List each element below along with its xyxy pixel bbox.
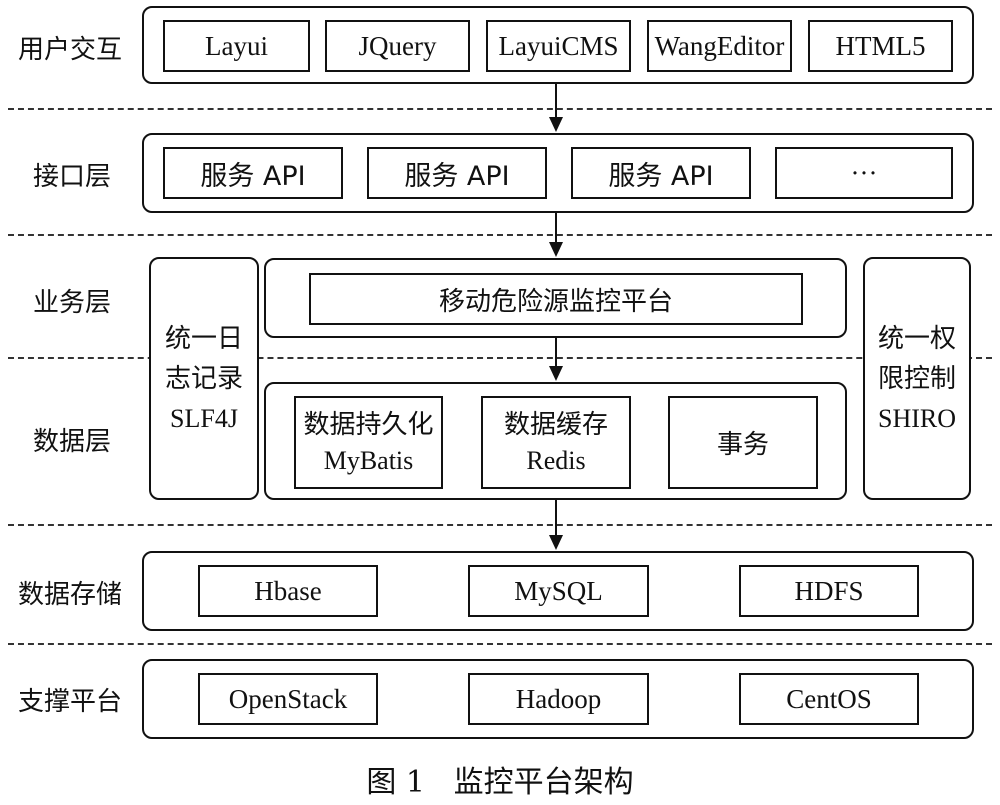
hazard-monitoring-platform: 移动危险源监控平台 [309, 273, 803, 325]
label-interface-layer: 接口层 [33, 161, 112, 192]
label-interaction-layer: 用户交互 [18, 34, 123, 65]
data-persistence-box: 数据持久化 MyBatis [294, 396, 443, 489]
data-persistence-label: 数据持久化 [303, 409, 434, 440]
arrow-interface-to-business [549, 213, 563, 257]
component-layuicms: LayuiCMS [486, 20, 631, 72]
redis-label: Redis [526, 445, 586, 475]
storage-hdfs: HDFS [739, 565, 919, 617]
data-cache-label: 数据缓存 [503, 409, 608, 440]
component-jquery: JQuery [325, 20, 470, 72]
unified-permission-shiro: SHIRO [877, 403, 956, 433]
transaction-box: 事务 [668, 396, 818, 489]
service-api-more: ··· [775, 147, 953, 199]
unified-permission-line2: 限控制 [877, 363, 956, 394]
component-html5: HTML5 [808, 20, 953, 72]
unified-permission-line1: 统一权 [877, 323, 956, 354]
arrow-interaction-to-interface [549, 84, 563, 132]
arrow-data-to-storage [549, 500, 563, 550]
storage-mysql: MySQL [468, 565, 649, 617]
label-storage-layer: 数据存储 [18, 579, 123, 610]
storage-hbase: Hbase [198, 565, 378, 617]
service-api-3: 服务 API [571, 147, 751, 199]
mybatis-label: MyBatis [323, 445, 414, 475]
component-layui: Layui [163, 20, 310, 72]
unified-permission-box: 统一权 限控制 SHIRO [863, 257, 971, 500]
platform-centos: CentOS [739, 673, 919, 725]
unified-logging-slf4j: SLF4J [170, 403, 238, 433]
separator-5 [8, 643, 992, 645]
figure-caption: 图 1 监控平台架构 [366, 765, 634, 800]
label-business-layer: 业务层 [33, 287, 112, 318]
data-cache-box: 数据缓存 Redis [481, 396, 631, 489]
label-support-layer: 支撑平台 [18, 686, 123, 717]
separator-4 [8, 524, 992, 526]
unified-logging-line1: 统一日 [164, 323, 243, 354]
component-wangeditor: WangEditor [647, 20, 792, 72]
unified-logging-box: 统一日 志记录 SLF4J [149, 257, 259, 500]
arrow-business-to-data [549, 338, 563, 381]
label-data-layer: 数据层 [33, 426, 112, 457]
service-api-1: 服务 API [163, 147, 343, 199]
unified-logging-line2: 志记录 [164, 363, 243, 394]
separator-2 [8, 234, 992, 236]
separator-3 [8, 357, 992, 359]
separator-1 [8, 108, 992, 110]
platform-hadoop: Hadoop [468, 673, 649, 725]
platform-openstack: OpenStack [198, 673, 378, 725]
service-api-2: 服务 API [367, 147, 547, 199]
